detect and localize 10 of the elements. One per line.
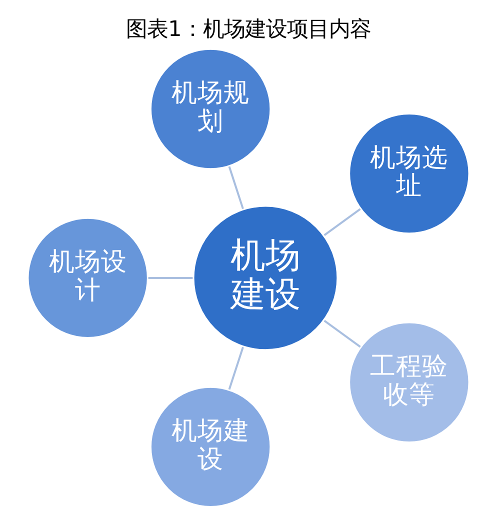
node-circle: 机场建设 xyxy=(148,385,272,509)
node-circle: 机场设计 xyxy=(26,216,150,340)
connector xyxy=(228,346,244,390)
node-circle: 机场规划 xyxy=(148,47,272,171)
diagram-title: 图表1：机场建设项目内容 xyxy=(126,17,370,42)
node-circle: 机场建设 xyxy=(191,204,339,352)
connector xyxy=(323,320,360,348)
connector xyxy=(323,208,360,236)
connector xyxy=(148,276,192,279)
connector xyxy=(228,166,244,210)
